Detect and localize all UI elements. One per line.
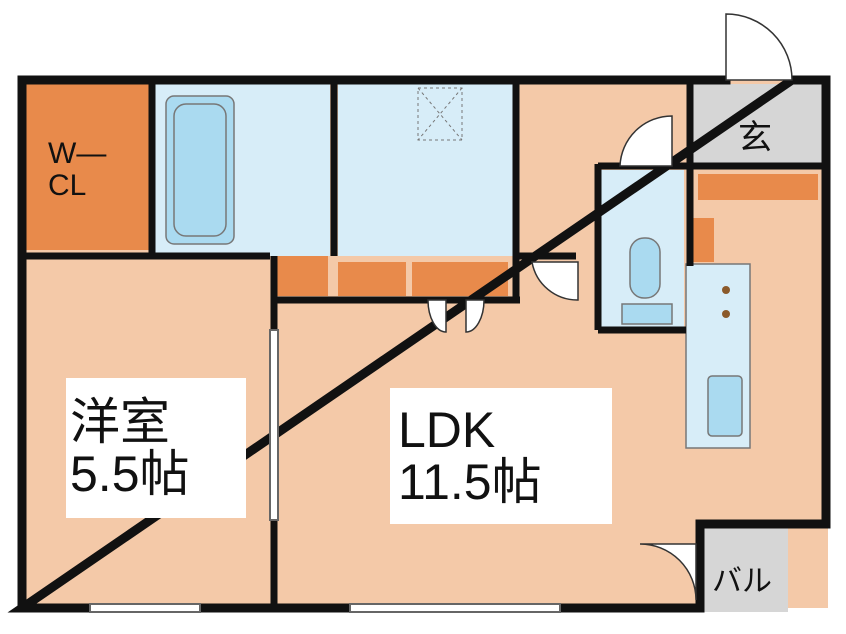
storage-2 — [338, 262, 406, 296]
shoe-storage — [698, 174, 818, 200]
washroom-floor — [338, 84, 514, 256]
wcl-label-line2: CL — [48, 168, 87, 202]
toilet-bowl — [629, 237, 661, 299]
balcony-label: バル — [712, 565, 772, 598]
wcl-label-line1: W— — [48, 137, 107, 170]
storage-1 — [276, 256, 328, 296]
wcl-floor — [26, 84, 150, 250]
entrance-label: 玄 — [738, 119, 772, 157]
ldk-label: LDK 11.5帖 — [390, 388, 612, 524]
western-room-label: 洋室 5.5帖 — [66, 378, 246, 518]
ldk-size: 11.5帖 — [398, 454, 542, 510]
balcony-floor — [696, 528, 788, 612]
ldk-name: LDK — [398, 401, 496, 458]
wcl-label: W— CL — [48, 138, 106, 201]
entrance-floor — [690, 84, 822, 164]
kitchen-sink — [707, 375, 743, 437]
western-room-size: 5.5帖 — [70, 446, 190, 502]
storage-3 — [412, 262, 508, 296]
western-room-name: 洋室 — [70, 393, 170, 450]
